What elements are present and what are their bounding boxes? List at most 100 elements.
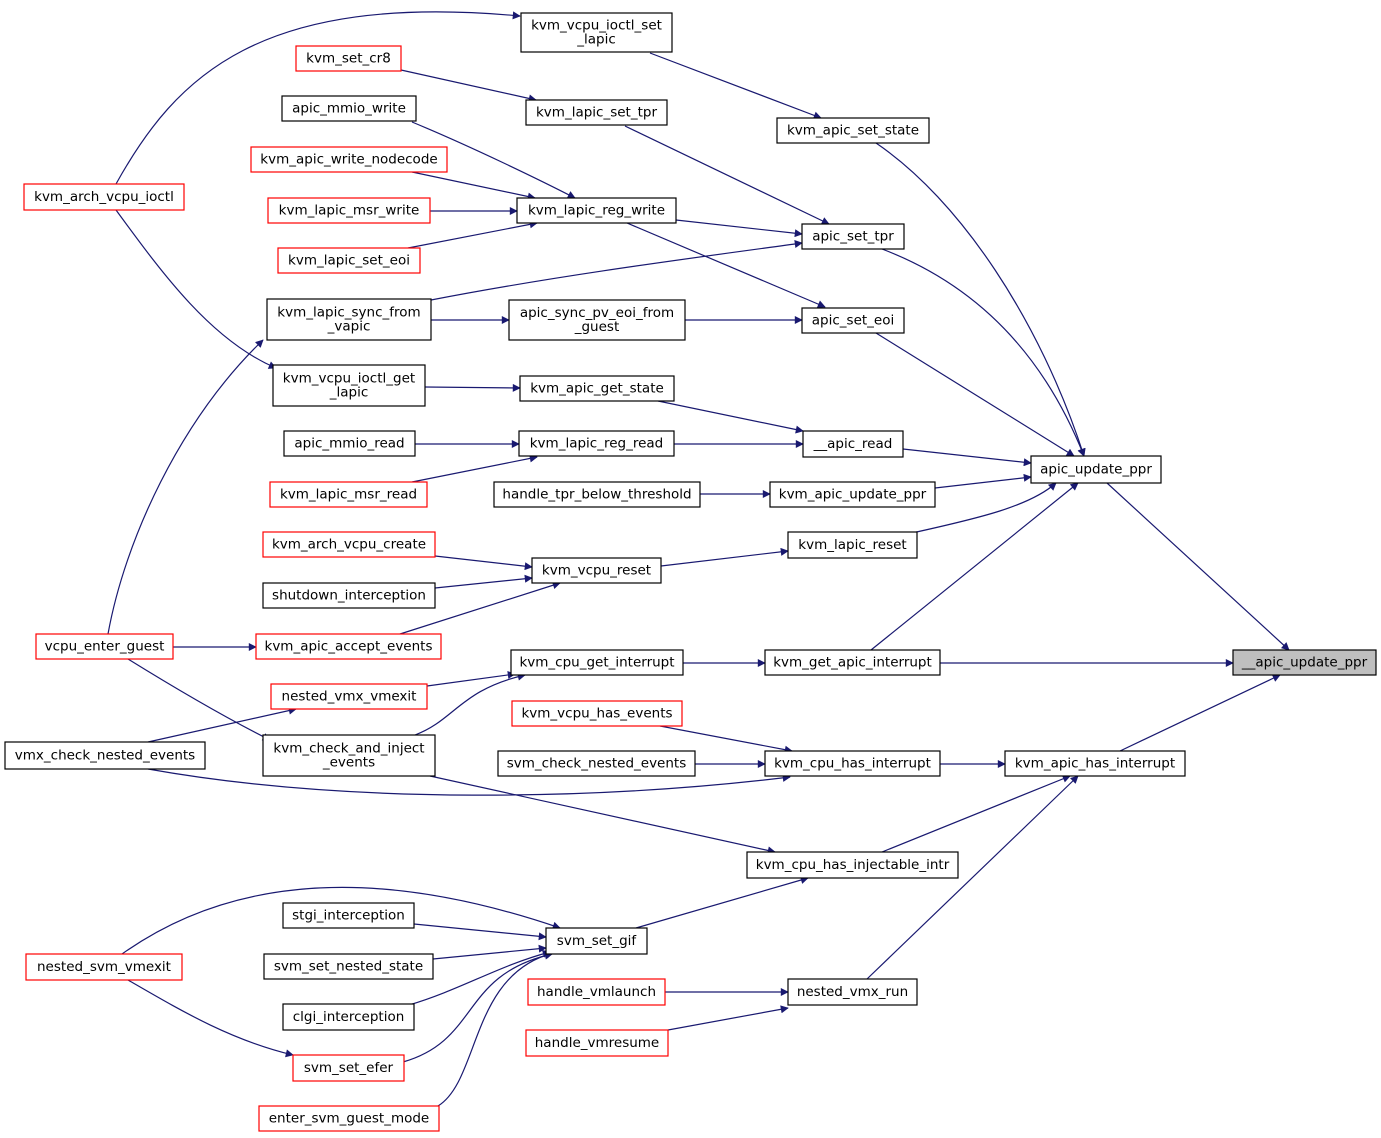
node-svm-set-efer[interactable]: svm_set_efer <box>292 1054 405 1082</box>
node-apic-mmio-read[interactable]: apic_mmio_read <box>283 430 416 457</box>
node-stgi[interactable]: stgi_interception <box>282 902 415 929</box>
node-clgi[interactable]: clgi_interception <box>282 1003 415 1031</box>
node-box <box>282 1003 415 1031</box>
edge-path <box>424 383 521 392</box>
node-set-nested-state[interactable]: svm_set_nested_state <box>263 953 434 980</box>
node-label: vcpu_enter_guest <box>45 639 165 655</box>
node-cpu-get-interrupt[interactable]: kvm_cpu_get_interrupt <box>510 649 684 676</box>
node-cpu-has-interrupt[interactable]: kvm_cpu_has_interrupt <box>764 750 941 777</box>
node-box <box>801 307 905 334</box>
node-box <box>262 734 436 777</box>
node-label: apic_set_tpr <box>812 229 894 245</box>
node-label: _guest <box>574 319 620 335</box>
node-label: svm_set_efer <box>304 1060 394 1076</box>
node-box <box>277 247 421 274</box>
node-lapic-set-tpr[interactable]: kvm_lapic_set_tpr <box>525 99 668 126</box>
edge-path <box>911 482 1057 534</box>
node-get-state[interactable]: kvm_apic_get_state <box>519 375 675 402</box>
node-nested-svm-vmexit[interactable]: nested_svm_vmexit <box>25 953 183 981</box>
node-box <box>263 953 434 980</box>
edge-check-inject-to-injectable <box>429 775 776 855</box>
node-svm-set-gif[interactable]: svm_set_gif <box>545 927 648 955</box>
node-enter-guest[interactable]: vcpu_enter_guest <box>35 633 174 660</box>
node-box <box>531 557 662 584</box>
edge-vmresume-to-nested-vmx-run <box>667 1005 789 1031</box>
node-msr-write[interactable]: kvm_lapic_msr_write <box>267 197 431 224</box>
node-reg-read[interactable]: kvm_lapic_reg_read <box>518 430 675 457</box>
node-enter-svm-guest[interactable]: enter_svm_guest_mode <box>258 1105 440 1132</box>
node-shutdown[interactable]: shutdown_interception <box>262 582 436 609</box>
edge-path <box>429 775 776 855</box>
edge-path <box>426 671 516 687</box>
node-box <box>292 1054 405 1082</box>
node-nested-vmx-vmexit[interactable]: nested_vmx_vmexit <box>270 683 428 710</box>
edge-apic-set-state-to-apic-update-ppr <box>875 142 1086 457</box>
node-lapic-reset[interactable]: kvm_lapic_reset <box>787 531 918 559</box>
node-kvm-apic-update-ppr[interactable]: kvm_apic_update_ppr <box>769 481 936 508</box>
node-sync-pv-eoi[interactable]: apic_sync_pv_eoi_from_guest <box>508 299 686 341</box>
node-apic-set-eoi[interactable]: apic_set_eoi <box>801 307 905 334</box>
edge-apic-set-eoi-to-apic-update-ppr <box>875 332 1075 457</box>
node-apic-mmio-write[interactable]: apic_mmio_write <box>281 95 417 122</box>
edge-path <box>127 658 271 741</box>
node-label: kvm_apic_has_interrupt <box>1015 756 1175 772</box>
node-arch-vcpu-create[interactable]: kvm_arch_vcpu_create <box>262 531 436 558</box>
node-apic-has-interrupt[interactable]: kvm_apic_has_interrupt <box>1004 750 1186 777</box>
edge-apic-read-to-apic-update-ppr <box>902 448 1032 467</box>
node-ioctl-set-lapic[interactable]: kvm_vcpu_ioctl_set_lapic <box>520 12 673 53</box>
node-box <box>1030 455 1162 484</box>
edge-path <box>408 949 551 1006</box>
node-set-cr8[interactable]: kvm_set_cr8 <box>295 45 402 72</box>
node-root[interactable]: __apic_update_ppr <box>1232 649 1377 676</box>
node-apic-read[interactable]: __apic_read <box>802 430 904 458</box>
node-label: kvm_lapic_reg_write <box>528 203 665 219</box>
node-box <box>497 750 696 777</box>
node-tpr-below[interactable]: handle_tpr_below_threshold <box>493 481 701 508</box>
edge-path <box>657 400 804 434</box>
node-label: enter_svm_guest_mode <box>269 1111 429 1127</box>
edge-svm-set-gif-to-injectable <box>635 876 809 929</box>
node-msr-read[interactable]: kvm_lapic_msr_read <box>269 481 428 508</box>
node-label: _lapic <box>329 385 369 401</box>
node-apic-update-ppr[interactable]: apic_update_ppr <box>1030 455 1162 484</box>
node-apic-set-tpr[interactable]: apic_set_tpr <box>801 223 905 250</box>
node-box <box>270 683 428 710</box>
edge-ioctl-get-lapic-to-get-state <box>424 383 521 392</box>
node-accept-events[interactable]: kvm_apic_accept_events <box>255 633 442 660</box>
node-label: kvm_get_apic_interrupt <box>773 655 932 671</box>
node-vmx-check-nested[interactable]: vmx_check_nested_events <box>4 741 206 770</box>
node-arch-vcpu-ioctl[interactable]: kvm_arch_vcpu_ioctl <box>23 183 185 211</box>
node-label: __apic_read <box>813 436 893 452</box>
node-vmresume[interactable]: handle_vmresume <box>525 1029 669 1057</box>
node-box <box>519 375 675 402</box>
node-apic-set-state[interactable]: kvm_apic_set_state <box>776 117 930 144</box>
node-box <box>527 978 666 1006</box>
node-box <box>776 117 930 144</box>
node-write-nodecode[interactable]: kvm_apic_write_nodecode <box>250 146 448 173</box>
node-label: kvm_lapic_sync_from <box>277 305 420 321</box>
node-reg-write[interactable]: kvm_lapic_reg_write <box>516 197 677 224</box>
node-vmlaunch[interactable]: handle_vmlaunch <box>527 978 666 1006</box>
node-svm-check-nested[interactable]: svm_check_nested_events <box>497 750 696 777</box>
edge-path <box>430 240 803 301</box>
node-vcpu-reset[interactable]: kvm_vcpu_reset <box>531 557 662 584</box>
node-sync-from-vapic[interactable]: kvm_lapic_sync_from_vapic <box>266 298 432 341</box>
node-ioctl-get-lapic[interactable]: kvm_vcpu_ioctl_get_lapic <box>272 364 426 407</box>
node-label: apic_sync_pv_eoi_from <box>520 305 674 321</box>
node-vcpu-has-events[interactable]: kvm_vcpu_has_events <box>511 700 683 727</box>
node-nested-vmx-run[interactable]: nested_vmx_run <box>787 978 918 1006</box>
edge-path <box>107 339 264 635</box>
node-label: kvm_apic_update_ppr <box>779 487 927 503</box>
edge-arch-vcpu-ioctl-to-ioctl-set-lapic <box>115 11 521 185</box>
edge-msr-read-to-reg-read <box>411 454 538 483</box>
edge-path <box>866 775 1079 980</box>
node-get-apic-interrupt[interactable]: kvm_get_apic_interrupt <box>764 649 941 676</box>
node-label: kvm_check_and_inject <box>273 741 424 757</box>
node-injectable[interactable]: kvm_cpu_has_injectable_intr <box>746 851 959 879</box>
node-label: apic_set_eoi <box>812 313 894 329</box>
node-set-eoi[interactable]: kvm_lapic_set_eoi <box>277 247 421 274</box>
node-box <box>545 927 648 955</box>
edge-vcpu-reset-to-lapic-reset <box>660 547 789 567</box>
node-check-inject[interactable]: kvm_check_and_inject_events <box>262 734 436 777</box>
